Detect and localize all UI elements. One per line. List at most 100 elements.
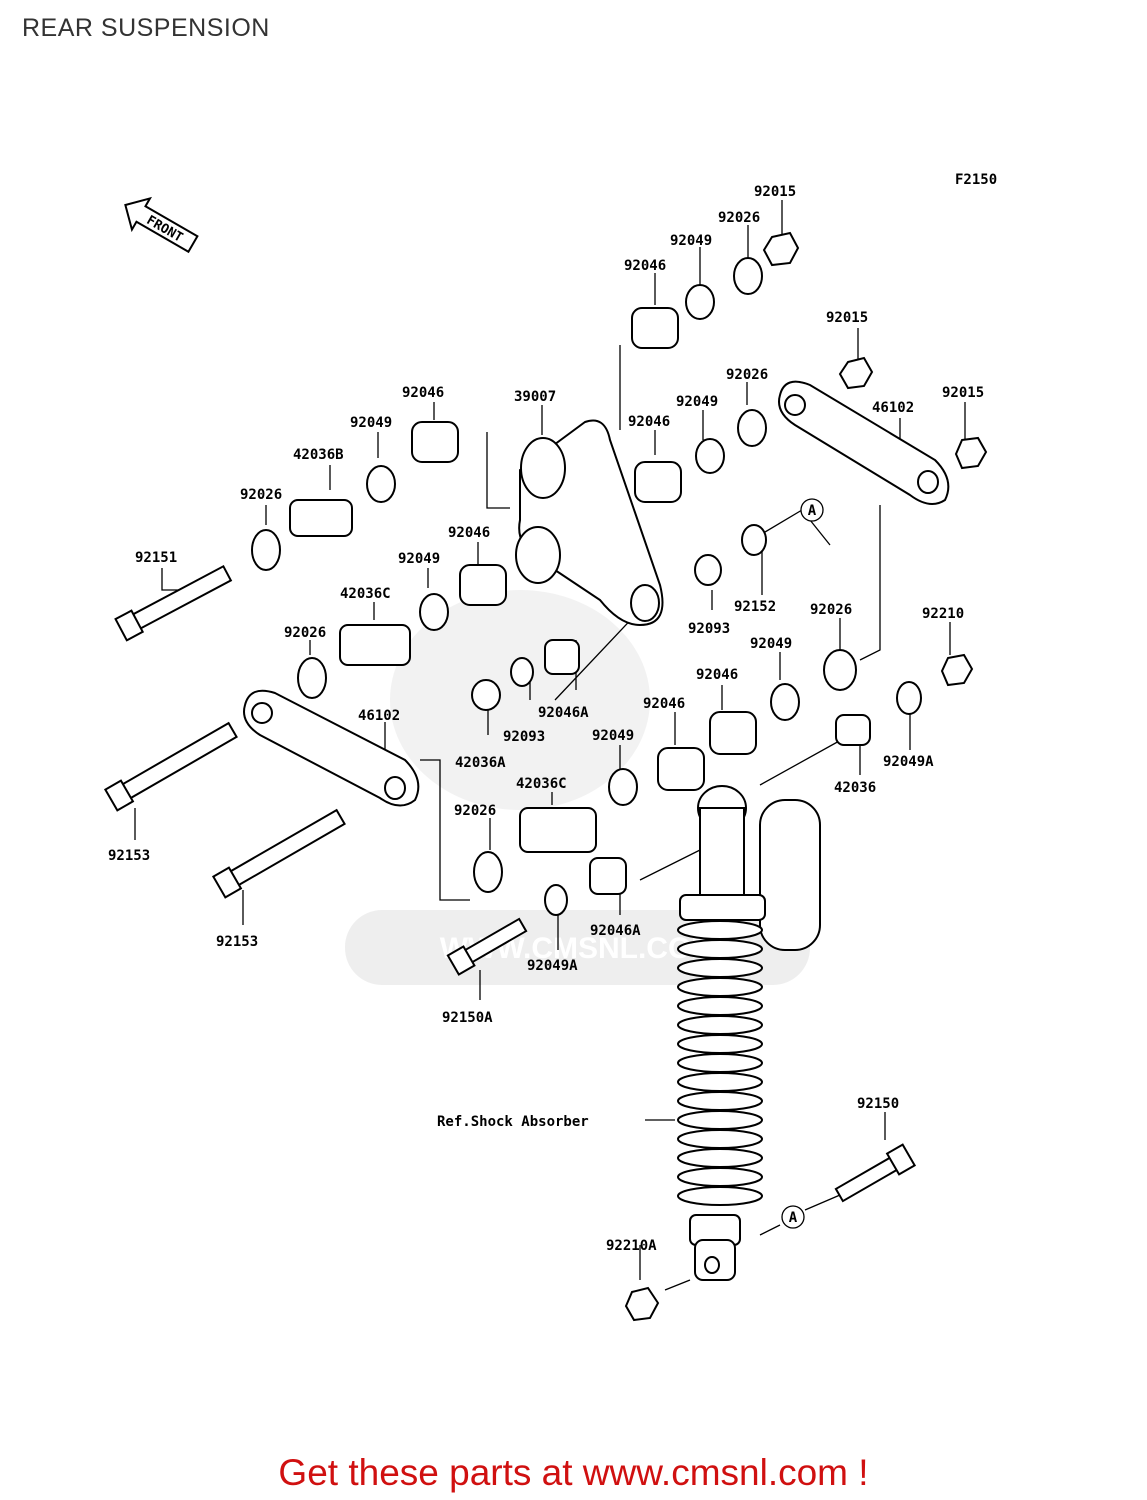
part-label: 92049: [670, 233, 712, 249]
spring-coil: [677, 1053, 763, 1073]
seal-92049-left: [366, 465, 396, 503]
spring-coil: [677, 1129, 763, 1149]
part-label: 92049A: [527, 958, 578, 974]
part-label: 92046: [402, 385, 444, 401]
part-label: 92093: [503, 729, 545, 745]
part-label: 92015: [826, 310, 868, 326]
part-label: 92015: [754, 184, 796, 200]
spring-coil: [677, 996, 763, 1016]
part-label: 92026: [810, 602, 852, 618]
part-label: 42036: [834, 780, 876, 796]
part-label: 42036A: [455, 755, 506, 771]
spring-coil: [677, 939, 763, 959]
part-label: 92046A: [590, 923, 641, 939]
bearing-92046-left: [411, 421, 459, 463]
spring-coil: [677, 1072, 763, 1092]
seal-92049-mid: [695, 438, 725, 474]
shock-absorber: [677, 785, 821, 1281]
part-label: 92026: [454, 803, 496, 819]
collar-42036B: [289, 499, 353, 537]
collar-42036A: [471, 679, 501, 711]
part-label: 92046: [696, 667, 738, 683]
spring-coil: [677, 1148, 763, 1168]
ref-shock-label: Ref.Shock Absorber: [437, 1114, 589, 1130]
part-label: 92093: [688, 621, 730, 637]
spring-coil: [677, 1015, 763, 1035]
nut-92015-top: [762, 231, 800, 267]
spring-coil: [677, 977, 763, 997]
spring-coil: [677, 1091, 763, 1111]
seal-92049A-left: [544, 884, 568, 916]
callout-a-lower-label: A: [789, 1210, 798, 1226]
washer-92026-bottom: [473, 851, 503, 893]
bearing-92046A-upper: [544, 639, 580, 675]
seal-92049-lower: [419, 593, 449, 631]
part-label: 92026: [726, 367, 768, 383]
collar-42036C-left: [339, 624, 411, 666]
bearing-92046-right: [709, 711, 757, 755]
bolt-92150A: [446, 917, 528, 976]
callout-markers: A A: [781, 498, 824, 1229]
seal-92049A-right: [896, 681, 922, 715]
washer-92026-left: [251, 529, 281, 571]
washer-92026-right: [823, 649, 857, 691]
part-label: 92026: [284, 625, 326, 641]
bearing-92046-mid: [634, 461, 682, 503]
part-label: 92150: [857, 1096, 899, 1112]
spring-coil: [677, 920, 763, 940]
figure-code: F2150: [955, 172, 997, 188]
bolt-92150: [834, 1143, 917, 1203]
bolt-92151: [114, 564, 233, 642]
part-label: 92049: [398, 551, 440, 567]
bearing-92046A-lower: [589, 857, 627, 895]
callout-a-upper-label: A: [808, 503, 817, 519]
upper-link: [778, 380, 950, 505]
part-label: 46102: [872, 400, 914, 416]
spring-coil: [677, 1034, 763, 1054]
spring-coil: [677, 958, 763, 978]
seal-92093-left: [510, 657, 534, 687]
front-arrow-icon: FRONT: [124, 196, 199, 254]
bolt-92153-lower: [211, 808, 346, 899]
part-label: 92046: [448, 525, 490, 541]
rocker-arm: [515, 419, 664, 627]
page-title: REAR SUSPENSION: [22, 14, 270, 42]
lower-link: [243, 689, 420, 807]
nut-92015-mid: [838, 356, 874, 390]
part-label: 42036C: [516, 776, 567, 792]
bolts: [103, 564, 917, 1203]
part-label: 92046: [624, 258, 666, 274]
spring-coil: [677, 1110, 763, 1130]
part-label: 42036C: [340, 586, 391, 602]
callout-a-lower: [781, 1205, 805, 1229]
nut-92015-right: [954, 436, 988, 470]
bearing-92046-lower: [459, 564, 507, 606]
spacer-92152: [741, 524, 767, 556]
part-label: 92026: [240, 487, 282, 503]
part-label: 92046: [628, 414, 670, 430]
seal-92093-right: [694, 554, 722, 586]
part-label: 92210A: [606, 1238, 657, 1254]
bearing-92046-top: [631, 307, 679, 349]
spring-coil: [677, 1186, 763, 1206]
bolt-92153-upper: [103, 721, 238, 812]
nut-92210A: [624, 1286, 660, 1322]
part-label: 92151: [135, 550, 177, 566]
callout-a-upper: [800, 498, 824, 522]
collar-42036: [835, 714, 871, 746]
part-label: 92049A: [883, 754, 934, 770]
part-label: 92153: [216, 934, 258, 950]
collar-42036C-right: [519, 807, 597, 853]
part-label: 92046A: [538, 705, 589, 721]
part-label: 92026: [718, 210, 760, 226]
part-label: 92152: [734, 599, 776, 615]
part-label: 92015: [942, 385, 984, 401]
washer-92026-mid: [737, 409, 767, 447]
part-label: 39007: [514, 389, 556, 405]
footer-promo: Get these parts at www.cmsnl.com !: [278, 1452, 869, 1493]
part-label: 92049: [676, 394, 718, 410]
parts-diagram: WWW.CMSNL.COM F2150 FRONT: [103, 172, 997, 1322]
nut-92210: [940, 653, 974, 687]
small-parts: [251, 231, 988, 1322]
part-label: 92150A: [442, 1010, 493, 1026]
